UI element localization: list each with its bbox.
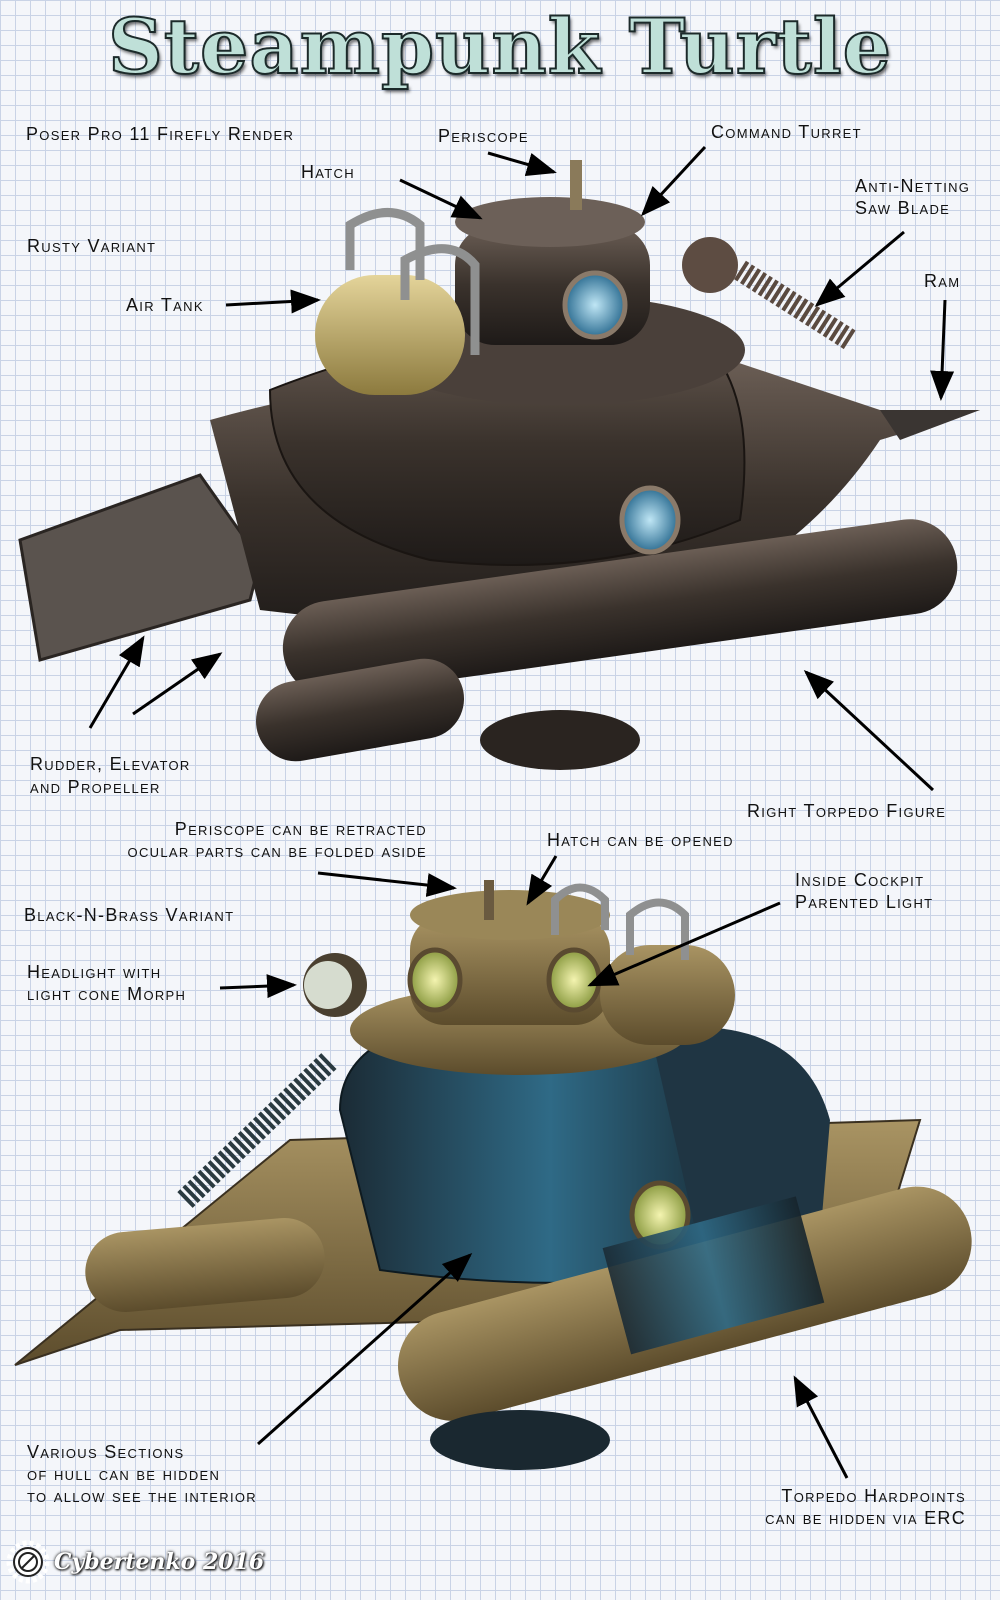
signature-text: Cybertenko 2016 [54,1549,265,1575]
hardpoints-label-2: can be hidden via ERC [765,1508,966,1528]
callout-arrows [88,145,955,1479]
signature: Cybertenko 2016 [6,1540,264,1584]
sections-label-2: of hull can be hidden [27,1464,221,1484]
rusty-variant-label: Rusty Variant [27,236,157,256]
periscope-label: Periscope [438,126,529,146]
right-torpedo-label: Right Torpedo Figure [747,801,947,821]
rudder-label-1: Rudder, Elevator [30,754,191,774]
hatch-label: Hatch [301,162,355,182]
hatch-open-label: Hatch can be opened [547,830,734,850]
air-tank-label: Air Tank [126,295,204,315]
sections-label-3: to allow see the interior [27,1486,257,1506]
gear-logo-icon [6,1540,50,1584]
render-label: Poser Pro 11 Firefly Render [26,124,295,144]
black-n-brass-label: Black-N-Brass Variant [24,905,235,925]
periscope-retract-label-2: ocular parts can be folded aside [127,841,427,861]
periscope-retract-label-1: Periscope can be retracted [174,819,427,839]
cockpit-light-label-2: Parented Light [795,892,934,912]
headlight-label-2: light cone Morph [27,984,187,1004]
saw-blade-label-2: Saw Blade [855,198,951,218]
command-turret-label: Command Turret [711,122,862,142]
headlight-label-1: Headlight with [27,962,162,982]
rudder-label-2: and Propeller [30,777,161,797]
ram-label: Ram [924,271,961,291]
rusty-variant-submarine [18,160,980,770]
black-n-brass-variant-submarine [14,880,972,1470]
hardpoints-label-1: Torpedo Hardpoints [781,1486,966,1506]
sections-label-1: Various Sections [27,1442,185,1462]
page-title: Steampunk Turtle [107,1,892,92]
saw-blade-label-1: Anti-Netting [855,176,971,196]
cockpit-light-label-1: Inside Cockpit [795,870,925,890]
